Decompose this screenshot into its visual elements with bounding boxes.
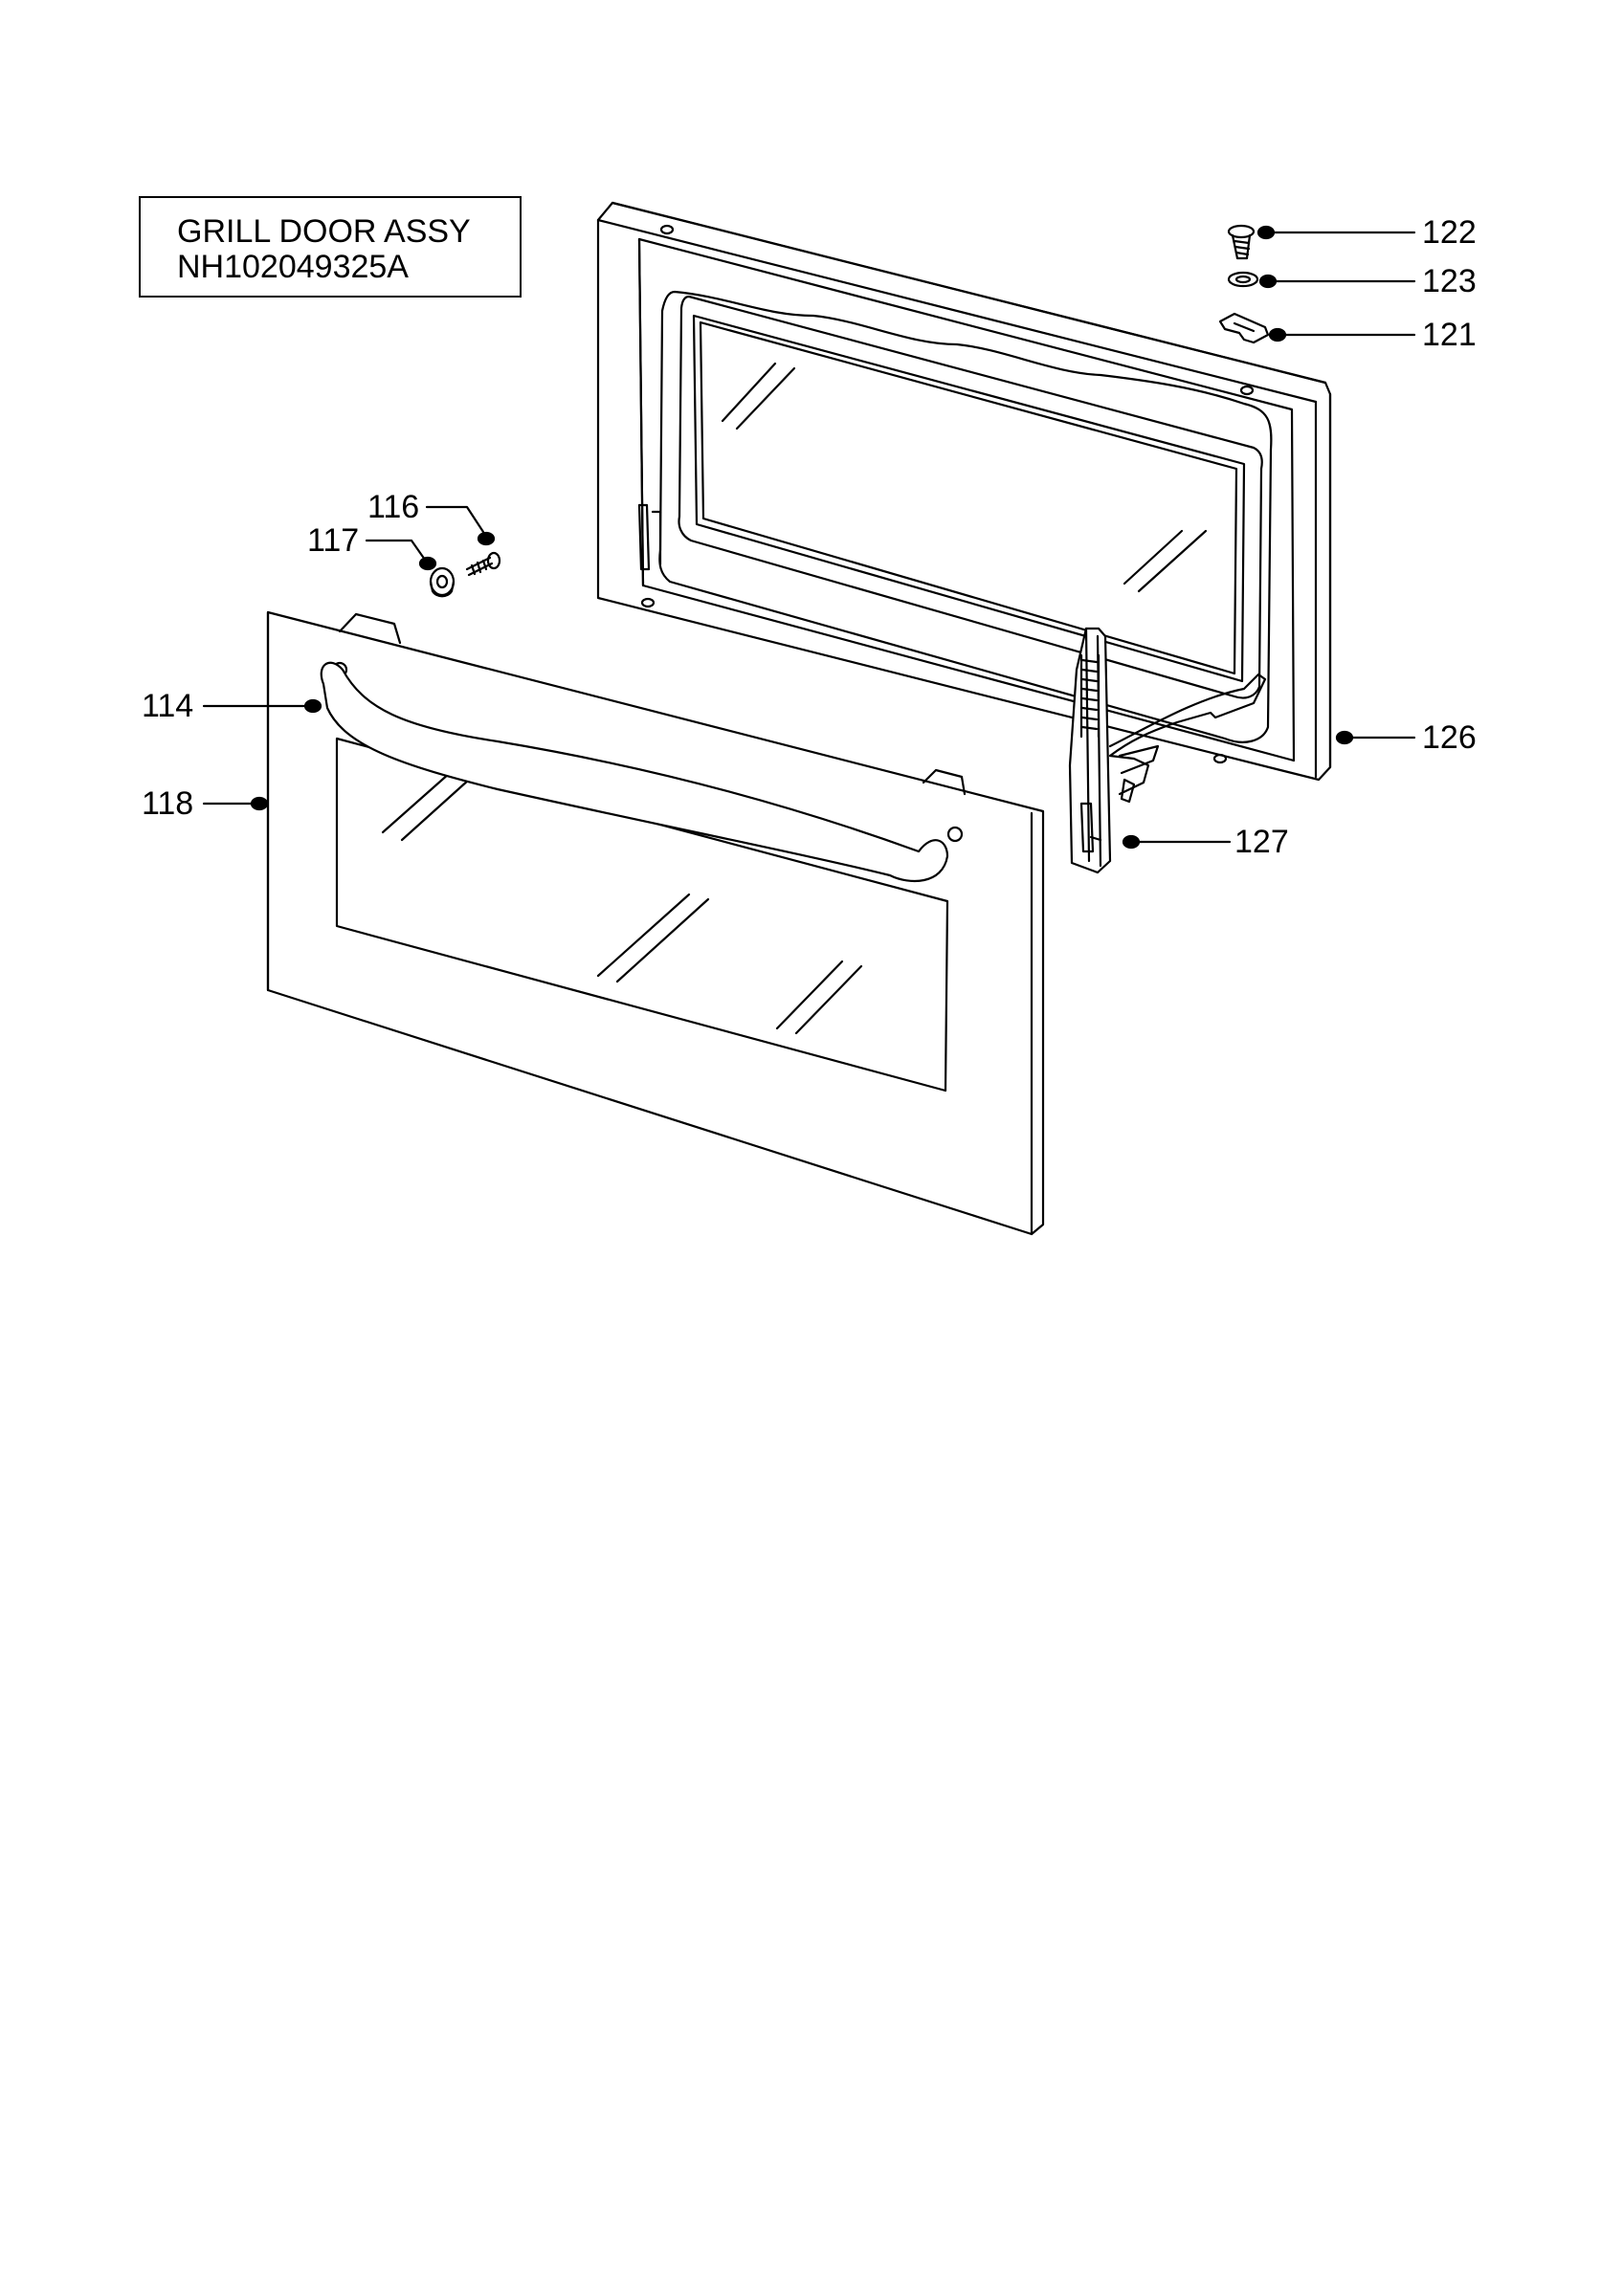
callout-label-114: 114 (142, 688, 194, 724)
callout-label-117: 117 (307, 522, 360, 559)
washer-123 (1227, 271, 1259, 288)
outer-door-panel (266, 610, 1045, 1236)
screw-116 (465, 551, 501, 577)
assembly-title-box: GRILL DOOR ASSY NH102049325A (139, 196, 522, 298)
callout-label-122: 122 (1422, 214, 1477, 251)
callout-leaders (202, 225, 1416, 850)
callout-label-127: 127 (1234, 824, 1289, 860)
inner-door-frame (596, 201, 1332, 782)
spacer-117 (429, 566, 456, 598)
hinge (1068, 627, 1267, 874)
callout-label-121: 121 (1422, 317, 1477, 353)
clip-121 (1218, 312, 1270, 344)
assembly-name: GRILL DOOR ASSY (177, 213, 471, 250)
callout-label-126: 126 (1422, 719, 1477, 756)
callout-label-118: 118 (142, 785, 194, 822)
callout-label-116: 116 (367, 489, 420, 525)
callout-label-123: 123 (1422, 263, 1477, 299)
screw-122 (1227, 224, 1256, 260)
assembly-part-number: NH102049325A (177, 249, 409, 285)
